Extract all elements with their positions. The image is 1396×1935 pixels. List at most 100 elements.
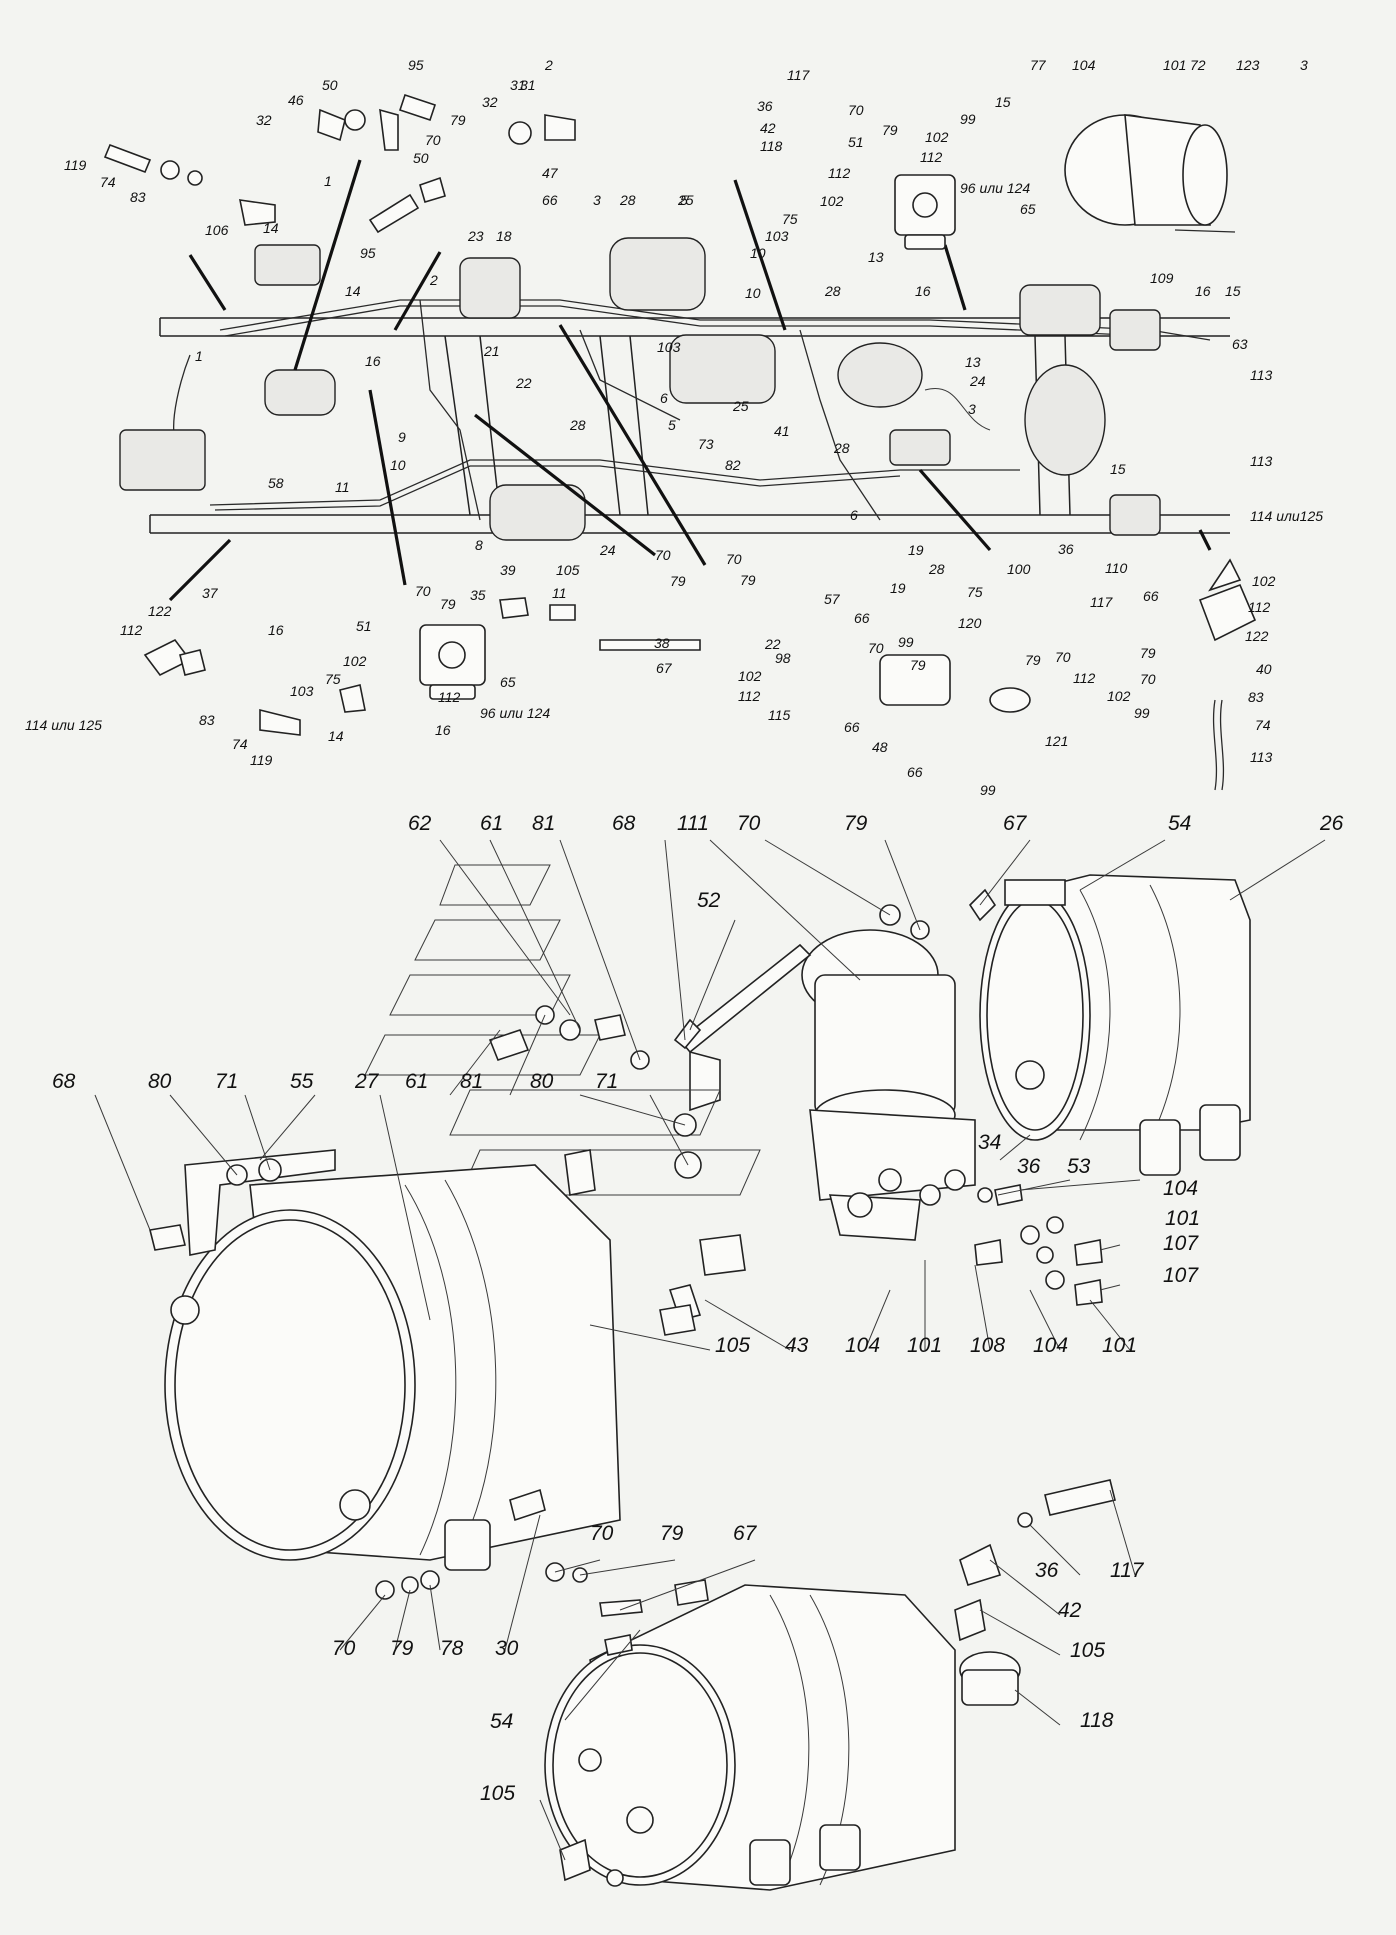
callout-label: 1	[324, 173, 332, 189]
callout-label: 102	[1107, 688, 1131, 704]
callout-label: 66	[1143, 588, 1159, 604]
callout-label: 28	[824, 283, 841, 299]
callout-label: 21	[483, 343, 500, 359]
receiver-24	[489, 484, 586, 541]
axle-rear-top	[1019, 284, 1101, 336]
callout-label: 65	[1020, 201, 1036, 217]
callout-label: 16	[915, 283, 931, 299]
callout-label: 105	[715, 1334, 750, 1357]
callout-label: 6	[660, 390, 668, 406]
callout-label: 105	[556, 562, 580, 578]
callout-label: 70	[655, 547, 671, 563]
callout-label: 112	[438, 689, 461, 705]
callout-label: 16	[435, 722, 451, 738]
callout-label: 74	[100, 174, 116, 190]
callout-label: 112	[828, 165, 851, 181]
callout-label: 117	[1110, 1559, 1145, 1582]
callout-label: 70	[415, 583, 431, 599]
callout-label: 70	[425, 132, 441, 148]
callout-label: 47	[542, 165, 559, 181]
callout-label: 118	[1080, 1709, 1114, 1732]
callout-label: 53	[1067, 1155, 1091, 1178]
callout-label: 83	[199, 712, 215, 728]
callout-label: 107	[1163, 1232, 1199, 1255]
callout-label: 79	[1025, 652, 1041, 668]
callout-label: 2	[429, 272, 438, 288]
callout-label: 102	[738, 668, 762, 684]
receiver-25-top	[609, 237, 706, 311]
air-dryer-52	[801, 929, 976, 1241]
callout-label: 55	[290, 1070, 314, 1093]
callout-label: 114 или125	[1250, 508, 1323, 524]
callout-label: 26	[1319, 812, 1344, 835]
callout-label: 61	[480, 812, 503, 835]
callout-label: 3	[968, 401, 976, 417]
callout-label: 73	[698, 436, 714, 452]
callout-label: 80	[148, 1070, 172, 1093]
callout-label: 41	[774, 423, 790, 439]
callout-label: 15	[995, 94, 1011, 110]
callout-label: 58	[268, 475, 284, 491]
callout-label: 16	[365, 353, 381, 369]
callout-label: 70	[737, 812, 761, 835]
callout-label: 104	[1072, 57, 1096, 73]
callout-label: 14	[328, 728, 344, 744]
callout-label: 79	[844, 812, 868, 835]
callout-label: 81	[532, 812, 555, 835]
callout-label: 14	[345, 283, 361, 299]
callout-label: 101	[1102, 1334, 1137, 1357]
callout-label: 36	[1058, 541, 1074, 557]
callout-label: 19	[890, 580, 906, 596]
callout-label: 117	[787, 67, 811, 83]
callout-label: 42	[1058, 1599, 1082, 1622]
callout-label: 67	[1003, 812, 1028, 835]
callout-label: 38	[654, 635, 670, 651]
callout-label: 79	[440, 596, 456, 612]
callout-label: 68	[612, 812, 636, 835]
callout-label: 74	[232, 736, 248, 752]
callout-label: 50	[322, 77, 338, 93]
callout-label: 1	[195, 348, 203, 364]
callout-label: 10	[745, 285, 761, 301]
callout-label: 79	[882, 122, 898, 138]
callout-label: 67	[733, 1522, 758, 1545]
callout-label: 119	[64, 157, 87, 173]
callout-label: 15	[1110, 461, 1126, 477]
callout-label: 71	[215, 1070, 238, 1093]
callout-label: 103	[290, 683, 314, 699]
valve-110	[1109, 494, 1161, 536]
callout-label: 98	[775, 650, 791, 666]
callout-label: 16	[268, 622, 284, 638]
callout-label: 8	[475, 537, 483, 553]
callout-label: 107	[1163, 1264, 1199, 1287]
callout-label: 11	[552, 585, 567, 601]
callout-label: 112	[738, 688, 761, 704]
callout-label: 79	[390, 1637, 414, 1660]
callout-label: 117	[1090, 594, 1114, 610]
callout-label: 119	[250, 752, 273, 768]
callout-label: 22	[764, 636, 781, 652]
callout-label: 81	[460, 1070, 483, 1093]
callout-label: 96 или 124	[960, 180, 1030, 196]
callout-label: 30	[495, 1637, 519, 1660]
callout-label: 50	[413, 150, 429, 166]
callout-label: 99	[960, 111, 976, 127]
callout-label: 36	[757, 98, 773, 114]
callout-label: 75	[782, 211, 798, 227]
callout-label: 22	[515, 375, 532, 391]
callout-label: 99	[898, 634, 914, 650]
callout-label: 66	[907, 764, 923, 780]
callout-label: 79	[660, 1522, 684, 1545]
callout-label: 113	[1250, 749, 1273, 765]
callout-label: 79	[450, 112, 466, 128]
fittings-mid	[143, 558, 1257, 791]
relay-valve-left	[419, 624, 486, 700]
callout-label: 118	[760, 138, 783, 154]
callout-label: 79	[670, 573, 686, 589]
callout-label: 10	[390, 457, 406, 473]
callout-label: 46	[288, 92, 304, 108]
callout-label: 13	[868, 249, 884, 265]
callout-label: 79	[910, 657, 926, 673]
callout-label: 31	[520, 77, 536, 93]
